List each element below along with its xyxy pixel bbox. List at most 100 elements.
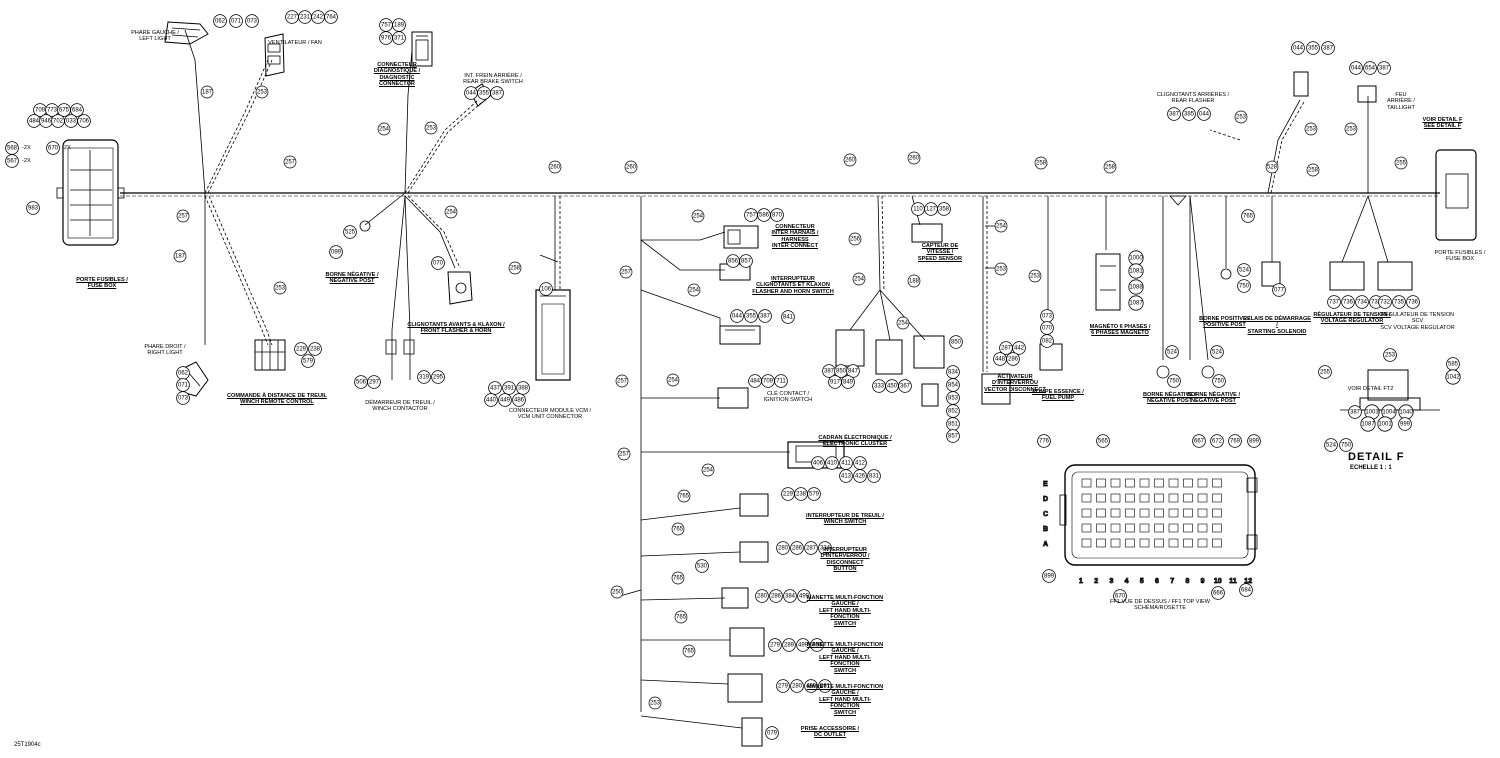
svg-text:238: 238 bbox=[310, 347, 321, 353]
wire-label-254: 254 bbox=[691, 209, 705, 223]
svg-text:448: 448 bbox=[995, 357, 1006, 363]
fuse-slot bbox=[1096, 493, 1106, 503]
fuse-col-12: 12 bbox=[1244, 578, 1252, 585]
fuse-slot bbox=[1125, 538, 1135, 548]
svg-text:254: 254 bbox=[689, 288, 700, 294]
callout-333: 333 bbox=[872, 379, 886, 393]
component-label-L23: BORNE POSITIVE / POSITIVE POST bbox=[1199, 316, 1250, 329]
fuse-slot bbox=[1125, 493, 1135, 503]
svg-text:530: 530 bbox=[697, 564, 708, 570]
svg-text:280: 280 bbox=[792, 684, 803, 690]
fuse-slot bbox=[1125, 478, 1135, 488]
wire-label-253: 253 bbox=[255, 85, 269, 99]
svg-text:077: 077 bbox=[1274, 288, 1285, 294]
fuse-col-8: 8 bbox=[1185, 578, 1189, 585]
fuse-box-left bbox=[56, 139, 125, 246]
left-light-connector bbox=[164, 21, 209, 45]
fuse-slot bbox=[1081, 523, 1092, 533]
svg-text:257: 257 bbox=[617, 379, 628, 385]
fuse-slot bbox=[1139, 538, 1150, 548]
svg-text:413: 413 bbox=[841, 474, 852, 480]
component-label-L31: INTERRUPTEUR DE TREUIL / WINCH SWITCH bbox=[806, 513, 884, 526]
fuse-col-1: 1 bbox=[1079, 578, 1083, 585]
svg-text:406: 406 bbox=[813, 461, 824, 467]
callout-585: 585 bbox=[1446, 357, 1460, 371]
wire-label-254: 254 bbox=[701, 463, 715, 477]
taillight-connector bbox=[1357, 85, 1377, 103]
callout-850: 850 bbox=[949, 335, 963, 349]
callout-280: 280 bbox=[755, 589, 769, 603]
svg-text:110: 110 bbox=[913, 207, 923, 213]
svg-text:709: 709 bbox=[763, 379, 774, 385]
wire-label-257: 257 bbox=[176, 209, 190, 223]
wire-label-765: 765 bbox=[682, 644, 696, 658]
component-label-L9: PORTE FUSIBLES / FUSE BOX bbox=[1434, 250, 1486, 263]
svg-text:384: 384 bbox=[785, 594, 796, 600]
svg-text:579: 579 bbox=[303, 359, 314, 365]
svg-text:1004: 1004 bbox=[1382, 410, 1396, 416]
fuse-col-2: 2 bbox=[1094, 578, 1098, 585]
callout-750: 750 bbox=[1167, 374, 1181, 388]
component-label-L24: RELAIS DE DÉMARRAGE / STARTING SOLENOID bbox=[1242, 316, 1312, 335]
svg-text:750: 750 bbox=[1214, 379, 1225, 385]
svg-text:253: 253 bbox=[1385, 353, 1396, 359]
svg-text:976: 976 bbox=[381, 36, 392, 42]
callout-1087: 1087 bbox=[1128, 295, 1144, 311]
svg-text:229: 229 bbox=[296, 347, 307, 353]
wire-label-253: 253 bbox=[1344, 122, 1358, 136]
svg-text:260: 260 bbox=[626, 165, 637, 171]
wire-label-765: 765 bbox=[677, 489, 691, 503]
svg-text:254: 254 bbox=[668, 378, 679, 384]
svg-text:253: 253 bbox=[426, 126, 437, 132]
fuse-slot bbox=[1168, 523, 1179, 533]
svg-text:187: 187 bbox=[202, 90, 213, 96]
fuse-slot bbox=[1139, 508, 1150, 518]
fuse-row-C: C bbox=[1043, 511, 1048, 518]
callout-355: 355 bbox=[477, 86, 491, 100]
callout-442: 442 bbox=[1012, 341, 1026, 355]
fuse-slot bbox=[1139, 523, 1150, 533]
minus-mark-3: -2X bbox=[62, 145, 71, 151]
fuse-col-6: 6 bbox=[1155, 578, 1159, 585]
svg-text:711: 711 bbox=[776, 379, 786, 385]
svg-text:254: 254 bbox=[898, 321, 909, 327]
callout-899: 899 bbox=[1042, 569, 1056, 583]
svg-text:238: 238 bbox=[796, 492, 807, 498]
callout-297: 297 bbox=[367, 375, 381, 389]
svg-text:737: 737 bbox=[1329, 300, 1340, 306]
starting-solenoid-connector bbox=[1261, 261, 1281, 287]
callout-976: 976 bbox=[379, 31, 393, 45]
svg-text:070: 070 bbox=[433, 261, 444, 267]
fuse-slot bbox=[1212, 493, 1222, 503]
svg-text:764: 764 bbox=[326, 15, 337, 21]
detail-f-fuse-board bbox=[1059, 464, 1258, 566]
svg-text:565: 565 bbox=[1098, 439, 1109, 445]
svg-text:279: 279 bbox=[778, 684, 789, 690]
wire-label-187: 187 bbox=[200, 85, 214, 99]
svg-text:071: 071 bbox=[178, 383, 189, 389]
component-label-L29: VOIR DETAIL FT2 bbox=[1347, 386, 1394, 392]
fuse-slot bbox=[1125, 508, 1135, 518]
svg-text:253: 253 bbox=[257, 90, 268, 96]
svg-text:654: 654 bbox=[1365, 66, 1376, 72]
component-label-L8: VOIR DETAIL F SEE DETAIL F bbox=[1422, 117, 1463, 130]
svg-text:410: 410 bbox=[827, 461, 838, 467]
callout-486: 486 bbox=[512, 393, 526, 407]
callout-764: 764 bbox=[324, 10, 338, 24]
fuse-slot bbox=[1183, 538, 1193, 548]
fuse-slot bbox=[1110, 538, 1121, 548]
callout-242: 242 bbox=[311, 10, 325, 24]
fuse-slot bbox=[1197, 508, 1208, 518]
svg-text:486: 486 bbox=[514, 398, 525, 404]
callout-667: 667 bbox=[1192, 434, 1206, 448]
svg-text:983: 983 bbox=[28, 206, 39, 212]
wire-label-187: 187 bbox=[173, 249, 187, 263]
svg-text:258: 258 bbox=[1105, 165, 1116, 171]
svg-text:319: 319 bbox=[419, 375, 430, 381]
fuse-slot bbox=[1183, 493, 1193, 503]
fuse-slot bbox=[1110, 493, 1121, 503]
callout-044: 044 bbox=[1291, 41, 1305, 55]
fuse-slot bbox=[1154, 538, 1164, 548]
scv-voltage-regulator-connector bbox=[1377, 261, 1413, 291]
fuse-slot bbox=[1183, 478, 1193, 488]
